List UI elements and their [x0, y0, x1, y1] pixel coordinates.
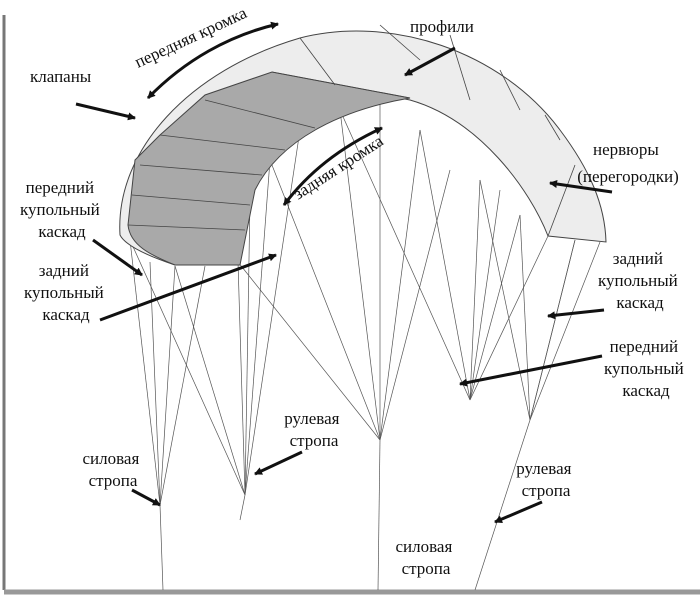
canopy-rib	[547, 164, 576, 237]
label-steering-line-center: рулевая стропа	[284, 409, 343, 450]
arrow-front-cascade-left	[92, 238, 143, 277]
arrow-leading-edge	[146, 21, 279, 100]
canopy-rib	[127, 224, 246, 231]
label-power-line-bottom: силовая стропа	[395, 537, 456, 578]
label-front-cascade-left: передний купольный каскад	[20, 178, 104, 241]
label-rear-cascade-left: задний купольный каскад	[24, 261, 108, 324]
canopy-rib	[159, 134, 286, 151]
label-trailing-edge: задняя кромка	[290, 131, 387, 203]
canopy-rib	[449, 34, 471, 101]
suspension-line	[469, 179, 481, 401]
canopy-rib	[299, 37, 336, 86]
label-power-line-left: силовая стропа	[82, 449, 143, 490]
canopy-ribs	[127, 24, 576, 237]
arrow-steering-center	[254, 450, 303, 476]
suspension-line	[469, 235, 549, 401]
suspension-line	[379, 169, 451, 441]
suspension-line	[379, 129, 421, 441]
pointer-arrows	[75, 21, 613, 524]
suspension-line	[519, 214, 531, 421]
suspension-line	[419, 129, 471, 401]
arrow-trailing-edge	[282, 126, 383, 206]
canopy-rib	[379, 24, 421, 61]
suspension-line	[244, 199, 251, 496]
steering-line-left	[239, 494, 246, 521]
arrow-profiles	[404, 46, 456, 77]
suspension-line	[469, 189, 501, 401]
label-valves: клапаны	[30, 67, 92, 86]
canopy-rib	[139, 164, 263, 176]
arrow-power-left	[131, 488, 161, 507]
suspension-line	[244, 159, 271, 496]
suspension-line	[237, 261, 246, 496]
suspension-line	[159, 265, 206, 506]
suspension-line	[479, 179, 531, 421]
arrow-steering-right	[494, 500, 543, 524]
label-front-cascade-right: передний купольный каскад	[604, 337, 688, 400]
label-ribs: нервюры (перегородки)	[577, 140, 679, 186]
arrow-rear-cascade-left	[99, 253, 277, 322]
canopy-rib	[499, 69, 521, 111]
suspension-line	[237, 261, 381, 441]
label-profiles: профили	[410, 17, 474, 36]
canopy-rib	[204, 99, 316, 129]
canopy-rib	[271, 71, 411, 99]
suspension-line	[129, 239, 246, 496]
label-rear-cascade-right: задний купольный каскад	[598, 249, 682, 312]
suspension-line	[159, 265, 176, 506]
suspension-line	[129, 239, 161, 506]
arrow-ribs	[549, 180, 613, 194]
arrow-rear-cascade-right	[547, 308, 605, 320]
suspension-line	[469, 214, 521, 401]
suspension-line	[174, 265, 246, 496]
steering-line-right	[474, 419, 531, 591]
canopy-rib	[131, 194, 251, 206]
power-line-left	[159, 504, 164, 591]
canopy-underside	[127, 71, 411, 266]
suspension-line	[529, 241, 601, 421]
power-line-bottom	[377, 439, 381, 591]
label-steering-line-right: рулевая стропа	[516, 459, 575, 500]
suspension-line	[529, 239, 576, 421]
arrow-front-cascade-right	[459, 354, 603, 387]
arrow-valves	[75, 102, 136, 121]
canopy-rib	[544, 114, 561, 141]
suspension-lines	[129, 102, 601, 591]
